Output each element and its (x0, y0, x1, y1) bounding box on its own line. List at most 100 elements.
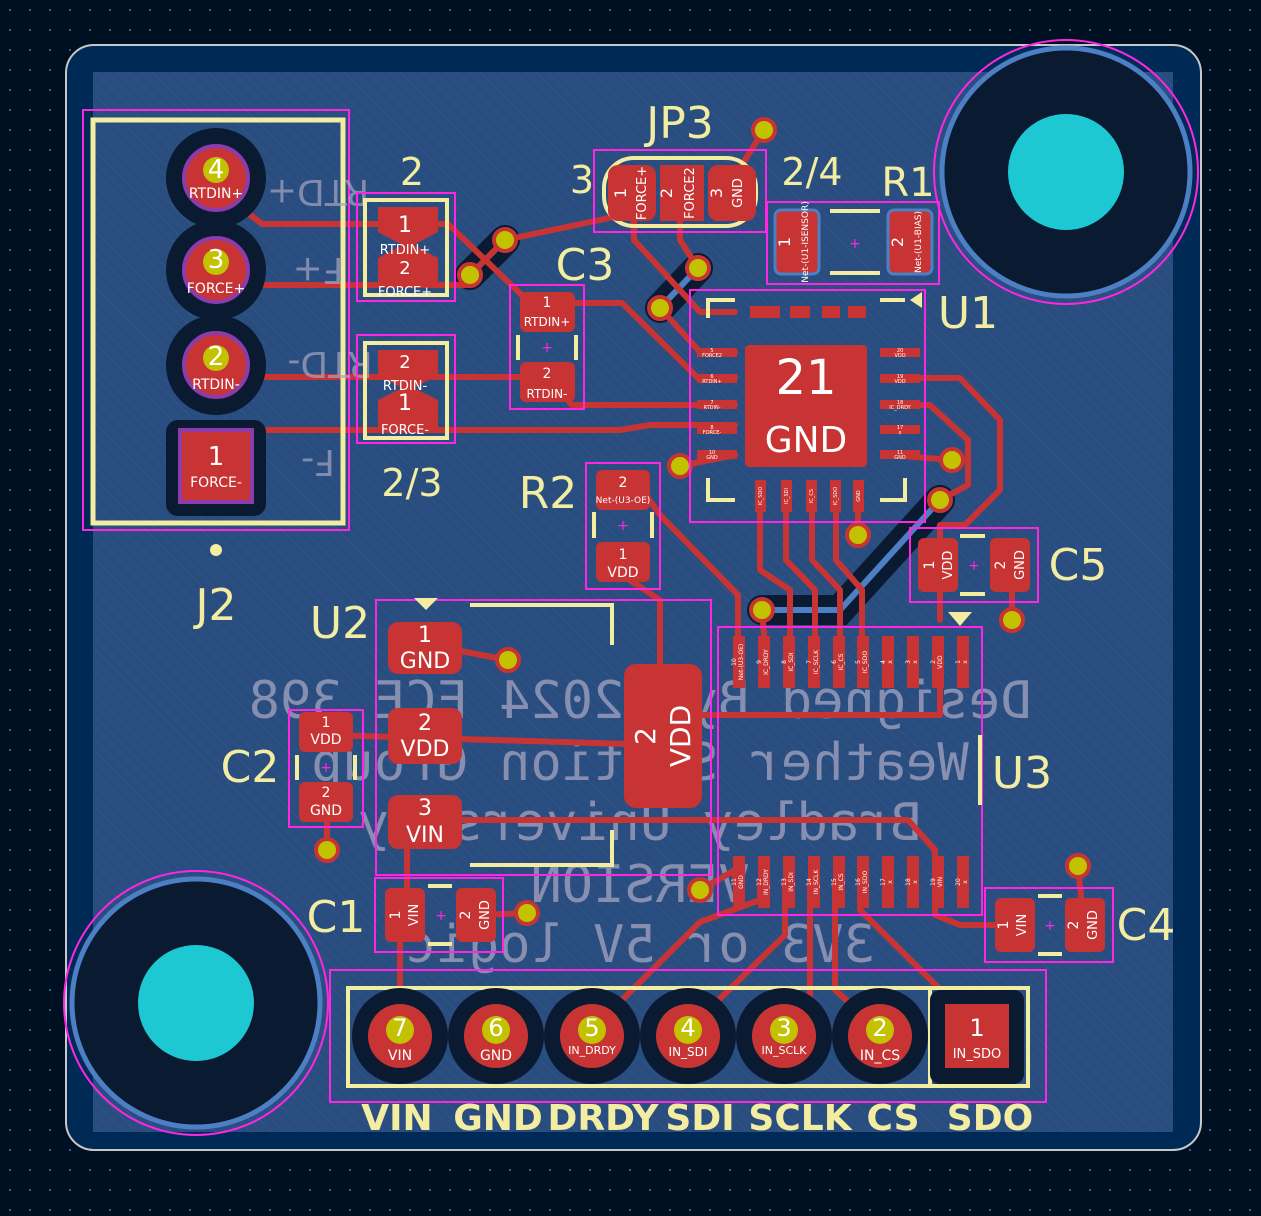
header-pin-5[interactable]: 5 IN_DRDY DRDY (544, 988, 659, 1139)
c2-capacitor[interactable]: 1 VDD + 2 GND C2 (221, 709, 364, 828)
u1-left-pins: 5 FORCE2 6 RTDIN+ 7 RTDIN- 8 FORCE- 10 G… (697, 348, 737, 461)
c1-pad-net: GND (478, 900, 493, 930)
pin-header[interactable]: 7 VIN VIN 6 GND GND 5 IN_DRDY DRDY 4 IN_… (329, 969, 1047, 1139)
u1-pin-num: 20 (897, 348, 903, 354)
r2-pad-net: Net-(U3-OE) (596, 496, 651, 506)
jumper-upper[interactable]: 1 RTDIN+ 2 FORCE+ 2 (356, 150, 456, 302)
c4-pad-net: GND (1086, 910, 1101, 940)
j2-pin-4[interactable]: 4 RTDIN+ (166, 128, 266, 228)
u1-pin-num: 19 (897, 374, 903, 380)
via (939, 447, 965, 473)
header-pin-1[interactable]: 1 IN_SDO SDO (930, 990, 1033, 1139)
u1-top-pins (750, 306, 866, 318)
header-pin-6[interactable]: 6 GND GND (448, 988, 544, 1139)
u2-regulator[interactable]: 1 GND 2 VDD 3 VIN 2 VDD U2 (310, 598, 712, 876)
jp3-pad-net: GND (731, 178, 746, 208)
via (492, 227, 518, 253)
jumper-pad-net: FORCE+ (378, 285, 432, 300)
u3-pin-num: 18 (905, 878, 912, 886)
header-pin-4[interactable]: 4 IN_SDI SDI (640, 988, 736, 1139)
u3-bottom-pins: 11 GND 12 IN_DRDY 13 IN_SDI 14 IN_SCLK 1… (731, 856, 969, 908)
jp3-pad-net: FORCE+ (635, 166, 650, 220)
u1-pin-net: RTDIN+ (702, 379, 721, 385)
u2-pad-num: 3 (418, 796, 432, 821)
u3-top-pins: 10 Net-(U3-OE) 9 IC_DRDY 8 IC_SDI 7 IC_S… (731, 636, 969, 688)
r1-ref: R1 (881, 160, 934, 206)
c5-ref: C5 (1049, 540, 1108, 591)
u3-ic[interactable]: 10 Net-(U3-OE) 9 IC_DRDY 8 IC_SDI 7 IC_S… (717, 612, 1052, 916)
c4-plus: + (1044, 918, 1056, 934)
via (457, 262, 483, 288)
u3-pin-num: 3 (905, 660, 912, 664)
r1-resistor[interactable]: + 1 Net-(U1-ISENSOR) 2 Net-(U1-BIAS) R1 (766, 160, 940, 285)
c3-pad-num: 1 (543, 295, 552, 311)
u3-pin-net: VDD (937, 655, 944, 669)
jp3-jumper[interactable]: 1 FORCE+ 2 FORCE2 3 GND JP3 3 2/4 (570, 98, 843, 233)
c2-ref: C2 (221, 742, 280, 793)
u2-pad-num: 2 (418, 711, 432, 736)
u1-pin-num: 11 (897, 450, 903, 456)
mounting-hole-top-right (933, 39, 1199, 305)
u3-pin-num: 15 (831, 878, 838, 886)
u3-pin-num: 10 (731, 658, 738, 666)
r2-plus: + (617, 518, 629, 534)
j2-pin-3[interactable]: 3 FORCE+ (166, 220, 266, 320)
u3-pin-net: x (887, 880, 894, 884)
via (647, 295, 673, 321)
c3-plus: + (541, 340, 553, 356)
u1-pin-num: 5 (710, 348, 713, 354)
header-pin-net: GND (480, 1048, 512, 1064)
via (685, 255, 711, 281)
c4-capacitor[interactable]: 1 VIN + 2 GND C4 (984, 887, 1175, 963)
jumper-lower-label: 2/3 (381, 461, 442, 505)
header-pin-2[interactable]: 2 IN_CS CS (832, 988, 928, 1139)
j2-terminal[interactable]: 4 RTDIN+ 3 FORCE+ + 2 RTDIN- 1 FORCE- RT… (82, 109, 373, 631)
c3-capacitor[interactable]: 1 RTDIN+ + 2 RTDIN- C3 (509, 240, 615, 410)
header-pin-net: IN_SDI (669, 1045, 708, 1059)
j2-ref: J2 (193, 580, 237, 631)
u1-pin-net: GND (894, 455, 906, 461)
c1-capacitor[interactable]: 1 VIN + 2 GND C1 (307, 877, 504, 953)
u3-pin-num: 5 (855, 660, 862, 664)
r2-resistor[interactable]: 2 Net-(U3-OE) + 1 VDD R2 (519, 462, 661, 590)
header-pin-7[interactable]: 7 VIN VIN (352, 988, 448, 1139)
u2-pad-num: 1 (418, 623, 432, 648)
j2-pin-net: FORCE+ (187, 281, 245, 297)
c5-capacitor[interactable]: 1 VDD + 2 GND C5 (909, 527, 1108, 603)
r1-pad-num: 2 (888, 237, 907, 247)
u2-tab-net: VDD (664, 705, 697, 767)
c1-pad-num: 1 (388, 911, 404, 920)
u1-pin-num: 18 (897, 400, 903, 406)
c3-pad-num: 2 (543, 366, 552, 382)
u3-pin-num: 14 (806, 878, 813, 886)
jumper-lower[interactable]: 2 RTDIN- 1 FORCE- 2/3 (356, 334, 456, 505)
header-pin-3[interactable]: 3 IN_SCLK SCLK (736, 988, 853, 1139)
c3-ref: C3 (556, 240, 615, 291)
c5-pad-net: VDD (941, 551, 956, 580)
j2-pin-2[interactable]: 2 RTDIN- (166, 315, 266, 415)
u3-pin-num: 12 (756, 878, 763, 886)
jp3-label-24: 2/4 (781, 150, 842, 194)
jumper-pad-net: FORCE- (381, 423, 429, 438)
u3-pin-net: IC_DRDY (763, 649, 770, 675)
jumper-upper-label: 2 (400, 150, 424, 194)
jp3-pad-num: 1 (611, 188, 630, 198)
header-pin-label: CS (866, 1098, 919, 1139)
u1-ref: U1 (938, 288, 998, 339)
u3-pin-net: IN_DRDY (763, 869, 770, 895)
u3-pin-net: x (887, 660, 894, 664)
r1-pad-num: 1 (775, 237, 794, 247)
u1-pad-net: GND (765, 420, 848, 461)
u3-pin-net: IN_CS (838, 873, 845, 890)
r2-pad-num: 1 (619, 547, 628, 563)
u3-pin-net: IN_SCLK (813, 869, 820, 895)
u2-ref: U2 (310, 598, 370, 649)
j2-silk-rtd-plus: RTD+ (267, 171, 369, 212)
c4-pad-num: 2 (1066, 921, 1082, 930)
j2-pin-num: 3 (208, 245, 225, 275)
u1-ic[interactable]: 21 GND 5 FORCE2 6 RTDIN+ 7 RTDIN- 8 FORC… (689, 288, 998, 523)
u3-pin-net: x (962, 880, 969, 884)
via (495, 647, 521, 673)
j2-pin-1[interactable]: 1 FORCE- (166, 420, 266, 516)
